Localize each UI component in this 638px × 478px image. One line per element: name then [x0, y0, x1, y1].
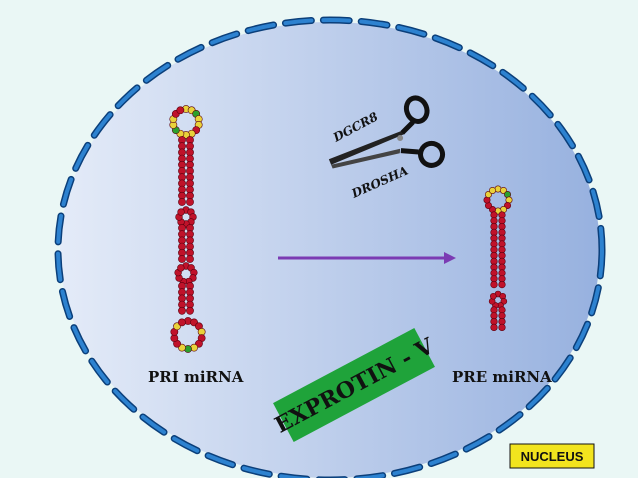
- stem-nucleotide: [186, 306, 194, 315]
- loop-nucleotide: [178, 318, 186, 327]
- stem-nucleotide: [178, 255, 186, 263]
- stem-nucleotide: [498, 281, 506, 289]
- stem-nucleotide: [498, 323, 506, 332]
- nucleus-label: NUCLEUS: [521, 449, 584, 464]
- nucleus-tag: NUCLEUS: [509, 443, 595, 469]
- stem-nucleotide: [178, 198, 186, 206]
- stem-nucleotide: [490, 323, 498, 332]
- stem-nucleotide: [490, 281, 498, 289]
- loop-nucleotide: [177, 208, 185, 216]
- pre-mirna-label: PRE miRNA: [452, 368, 552, 386]
- pri-mirna-label: PRI miRNA: [148, 368, 244, 386]
- loop-nucleotide: [176, 106, 185, 115]
- nucleus-body: [60, 22, 600, 478]
- stem-nucleotide: [186, 255, 194, 263]
- loop-nucleotide: [490, 292, 497, 300]
- scissors-icon: [328, 95, 446, 169]
- pri-mirna-hairpin: [169, 105, 206, 353]
- stem-nucleotide: [186, 198, 194, 206]
- pre-mirna-hairpin: [483, 185, 513, 332]
- loop-nucleotide: [177, 264, 185, 272]
- processing-arrow: [278, 252, 456, 264]
- stem-nucleotide: [178, 306, 186, 315]
- loop-nucleotide: [488, 186, 496, 194]
